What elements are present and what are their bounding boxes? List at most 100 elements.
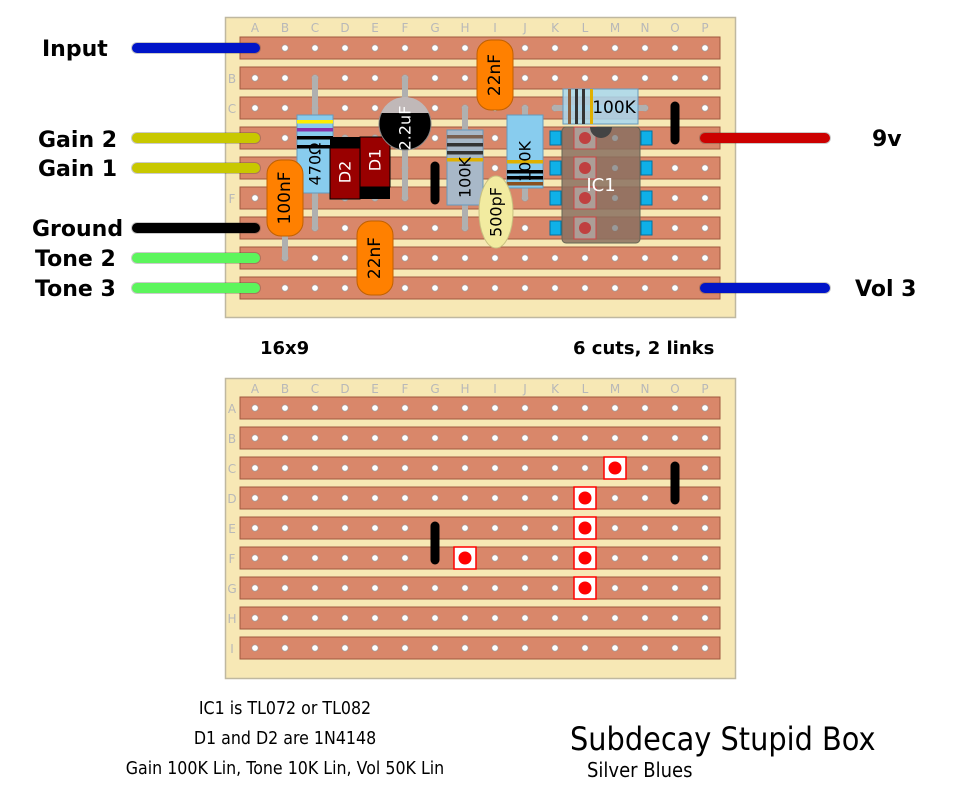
row-label: A bbox=[228, 402, 237, 416]
hole bbox=[551, 254, 559, 262]
hole bbox=[281, 584, 289, 592]
hole bbox=[491, 284, 499, 292]
column-label: D bbox=[340, 21, 349, 35]
track-cut-dot bbox=[458, 551, 472, 565]
column-label: H bbox=[460, 21, 469, 35]
hole bbox=[311, 434, 319, 442]
resistor-band bbox=[447, 158, 483, 162]
hole bbox=[581, 284, 589, 292]
hole bbox=[521, 554, 529, 562]
hole bbox=[521, 74, 529, 82]
hole bbox=[611, 434, 619, 442]
hole bbox=[551, 284, 559, 292]
hole bbox=[491, 494, 499, 502]
hole bbox=[491, 404, 499, 412]
copper-strip bbox=[239, 606, 721, 630]
note-diodes: D1 and D2 are 1N4148 bbox=[193, 728, 377, 749]
hole bbox=[611, 554, 619, 562]
board-size-caption: 16x9 bbox=[260, 338, 310, 359]
hole bbox=[281, 494, 289, 502]
hole bbox=[431, 254, 439, 262]
hole bbox=[281, 524, 289, 532]
hole bbox=[611, 614, 619, 622]
hole bbox=[401, 464, 409, 472]
column-label: N bbox=[641, 21, 650, 35]
hole bbox=[371, 494, 379, 502]
wire-label-gain-1: Gain 1 bbox=[38, 157, 118, 182]
hole bbox=[461, 284, 469, 292]
hole bbox=[701, 494, 709, 502]
column-label: K bbox=[551, 382, 560, 396]
hole bbox=[251, 554, 259, 562]
hole bbox=[251, 74, 259, 82]
hole bbox=[701, 194, 709, 202]
hole bbox=[551, 494, 559, 502]
resistor-100k-h bbox=[446, 129, 484, 206]
hole bbox=[431, 494, 439, 502]
hole bbox=[641, 524, 649, 532]
hole bbox=[611, 524, 619, 532]
row-label: H bbox=[227, 612, 236, 626]
column-label: O bbox=[670, 382, 679, 396]
hole bbox=[341, 254, 349, 262]
hole bbox=[521, 224, 529, 232]
hole bbox=[461, 44, 469, 52]
hole bbox=[251, 434, 259, 442]
resistor-100k-h-label: 100K bbox=[456, 156, 475, 198]
resistor-band bbox=[297, 136, 333, 140]
hole bbox=[671, 284, 679, 292]
hole bbox=[371, 104, 379, 112]
hole bbox=[611, 404, 619, 412]
column-label: M bbox=[610, 382, 620, 396]
row-label: F bbox=[229, 552, 236, 566]
column-label: G bbox=[430, 21, 439, 35]
hole bbox=[641, 644, 649, 652]
hole bbox=[461, 584, 469, 592]
hole bbox=[341, 404, 349, 412]
hole bbox=[491, 254, 499, 262]
resistor-band bbox=[590, 89, 593, 124]
hole bbox=[671, 164, 679, 172]
hole bbox=[401, 434, 409, 442]
hole bbox=[281, 284, 289, 292]
hole bbox=[671, 584, 679, 592]
row-label: C bbox=[228, 102, 236, 116]
hole bbox=[341, 554, 349, 562]
resistor-band bbox=[447, 135, 483, 139]
copper-strip bbox=[239, 486, 721, 510]
copper-strip bbox=[239, 516, 721, 540]
hole bbox=[611, 44, 619, 52]
hole bbox=[521, 284, 529, 292]
hole bbox=[431, 404, 439, 412]
ic1-pin-right bbox=[640, 130, 653, 146]
hole bbox=[341, 44, 349, 52]
hole bbox=[611, 494, 619, 502]
capacitor-22nf-bottom bbox=[356, 220, 394, 296]
note-ic1: IC1 is TL072 or TL082 bbox=[198, 698, 372, 719]
track-cut-dot bbox=[578, 551, 592, 565]
project-subtitle: Silver Blues bbox=[587, 758, 693, 782]
hole bbox=[251, 104, 259, 112]
hole bbox=[491, 554, 499, 562]
wire-label-9v: 9v bbox=[872, 127, 902, 152]
column-label: B bbox=[281, 21, 289, 35]
hole bbox=[431, 644, 439, 652]
copper-strip bbox=[239, 546, 721, 570]
diode-d1-label: D1 bbox=[366, 149, 385, 172]
copper-strip bbox=[239, 636, 721, 660]
project-title: Subdecay Stupid Box bbox=[570, 720, 876, 758]
hole bbox=[641, 74, 649, 82]
hole bbox=[521, 494, 529, 502]
capacitor-500pf bbox=[478, 175, 514, 249]
hole bbox=[671, 254, 679, 262]
hole bbox=[611, 644, 619, 652]
column-label: F bbox=[402, 382, 409, 396]
hole bbox=[581, 74, 589, 82]
ic1-label: IC1 bbox=[586, 175, 615, 196]
hole bbox=[461, 74, 469, 82]
column-label: N bbox=[641, 382, 650, 396]
ic1-pin-right bbox=[640, 190, 653, 206]
column-label: A bbox=[251, 382, 260, 396]
hole bbox=[551, 434, 559, 442]
copper-strip bbox=[239, 426, 721, 450]
